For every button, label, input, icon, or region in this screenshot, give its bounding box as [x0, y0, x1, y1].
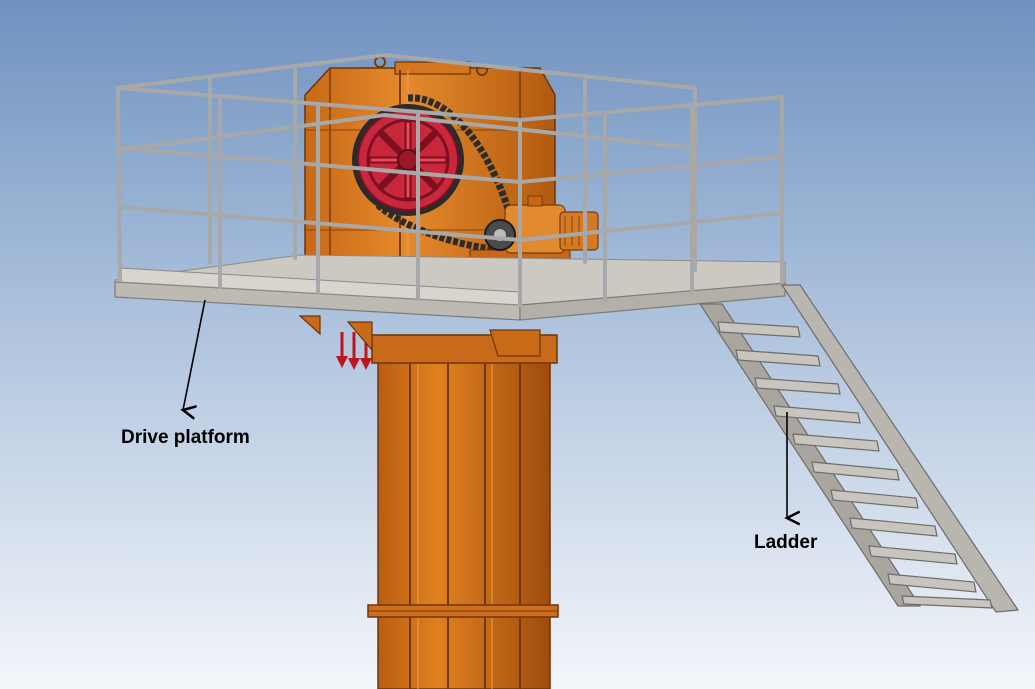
drive-platform-label: Drive platform [121, 427, 250, 448]
ladder-label: Ladder [754, 532, 818, 553]
platform-brackets [298, 315, 541, 357]
sprocket-wheel [352, 104, 464, 216]
platform-railing [116, 52, 784, 307]
drive-platform-callout-arrow [183, 299, 206, 410]
elevator-column [367, 334, 559, 689]
ladder [698, 284, 1020, 613]
discharge-arrows [336, 332, 372, 370]
